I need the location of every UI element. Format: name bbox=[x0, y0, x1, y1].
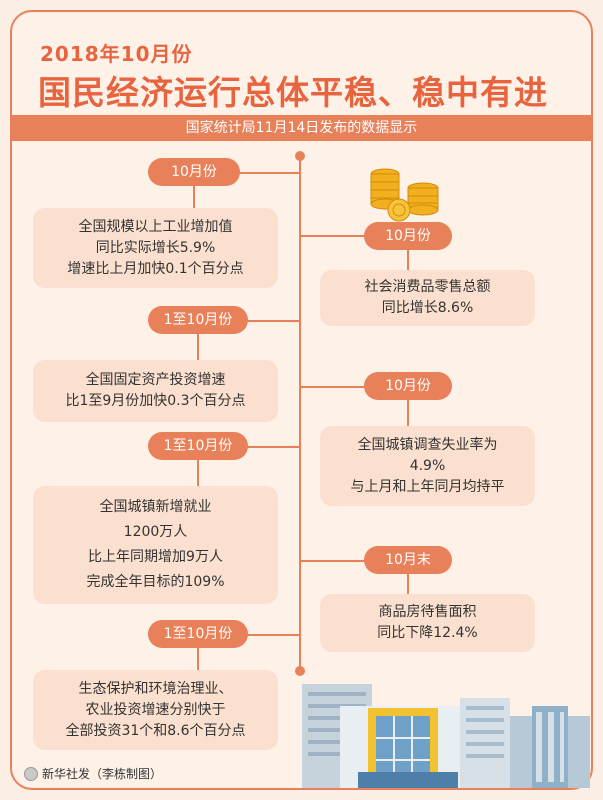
xinhua-logo-icon bbox=[24, 766, 38, 781]
pill-stem bbox=[197, 460, 199, 488]
pill-stem bbox=[407, 574, 409, 596]
source-text: 国家统计局11月14日发布的数据显示 bbox=[185, 120, 418, 136]
period-pill: 1至10月份 bbox=[148, 306, 248, 334]
timeline-bottom-dot bbox=[295, 666, 305, 676]
retail-sales-card: 社会消费品零售总额 同比增长8.6% bbox=[320, 270, 535, 326]
xinhua-credit: 新华社发（李栋制图） bbox=[24, 765, 162, 782]
card-line: 全国城镇调查失业率为 bbox=[357, 436, 498, 453]
ecology-investment-card: 生态保护和环境治理业、 农业投资增速分别快于 全部投资31个和8.6个百分点 bbox=[33, 670, 278, 750]
card-line: 增速比上月加快0.1个百分点 bbox=[67, 260, 244, 277]
industry-card: 全国规模以上工业增加值 同比实际增长5.9% 增速比上月加快0.1个百分点 bbox=[33, 208, 278, 288]
card-line: 同比实际增长5.9% bbox=[95, 239, 216, 256]
period-pill: 10月份 bbox=[148, 158, 240, 186]
headline: 国民经济运行总体平稳、稳中有进 bbox=[38, 73, 548, 112]
connector bbox=[300, 235, 370, 237]
connector bbox=[232, 634, 300, 636]
housing-card: 商品房待售面积 同比下降12.4% bbox=[320, 594, 535, 652]
period-pill: 1至10月份 bbox=[148, 620, 248, 648]
card-line: 4.9% bbox=[409, 457, 446, 474]
period-pill: 10月份 bbox=[364, 372, 452, 400]
card-line: 全国固定资产投资增速 bbox=[85, 372, 226, 388]
connector bbox=[220, 172, 300, 174]
connector bbox=[232, 320, 300, 322]
card-line: 同比下降12.4% bbox=[377, 625, 478, 641]
date-title: 2018年10月份 bbox=[40, 42, 193, 66]
card-line: 同比增长8.6% bbox=[381, 300, 474, 316]
coins-icon bbox=[370, 168, 439, 222]
source-bar: 国家统计局11月14日发布的数据显示 bbox=[10, 115, 593, 141]
connector bbox=[300, 386, 370, 388]
period-pill: 1至10月份 bbox=[148, 432, 248, 460]
card-line: 与上月和上年同月均持平 bbox=[350, 478, 505, 495]
card-line: 生态保护和环境治理业、 bbox=[78, 680, 233, 697]
buildings-illustration bbox=[302, 684, 590, 788]
connector bbox=[232, 446, 300, 448]
card-line: 社会消费品零售总额 bbox=[364, 279, 491, 295]
card-line: 全国规模以上工业增加值 bbox=[78, 218, 233, 235]
credit-text: 新华社发（李栋制图） bbox=[42, 767, 163, 781]
period-pill: 10月末 bbox=[364, 546, 452, 574]
card-line: 农业投资增速分别快于 bbox=[85, 701, 226, 718]
card-line: 完成全年目标的109% bbox=[86, 574, 225, 590]
pill-stem bbox=[407, 250, 409, 272]
card-line: 比1至9月份加快0.3个百分点 bbox=[65, 393, 246, 409]
card-line: 全国城镇新增就业 bbox=[99, 499, 212, 515]
pill-stem bbox=[197, 648, 199, 672]
pill-stem bbox=[197, 334, 199, 362]
period-pill: 10月份 bbox=[364, 222, 452, 250]
timeline-line bbox=[299, 152, 301, 672]
pill-stem bbox=[193, 186, 195, 210]
unemployment-card: 全国城镇调查失业率为 4.9% 与上月和上年同月均持平 bbox=[320, 426, 535, 506]
employment-card: 全国城镇新增就业 1200万人 比上年同期增加9万人 完成全年目标的109% bbox=[33, 486, 278, 604]
investment-card: 全国固定资产投资增速 比1至9月份加快0.3个百分点 bbox=[33, 360, 278, 422]
card-line: 比上年同期增加9万人 bbox=[88, 549, 223, 565]
card-line: 1200万人 bbox=[123, 524, 188, 540]
timeline-top-dot bbox=[295, 151, 305, 161]
card-line: 商品房待售面积 bbox=[378, 604, 477, 620]
card-line: 全部投资31个和8.6个百分点 bbox=[65, 722, 246, 739]
pill-stem bbox=[407, 400, 409, 428]
connector bbox=[300, 560, 370, 562]
